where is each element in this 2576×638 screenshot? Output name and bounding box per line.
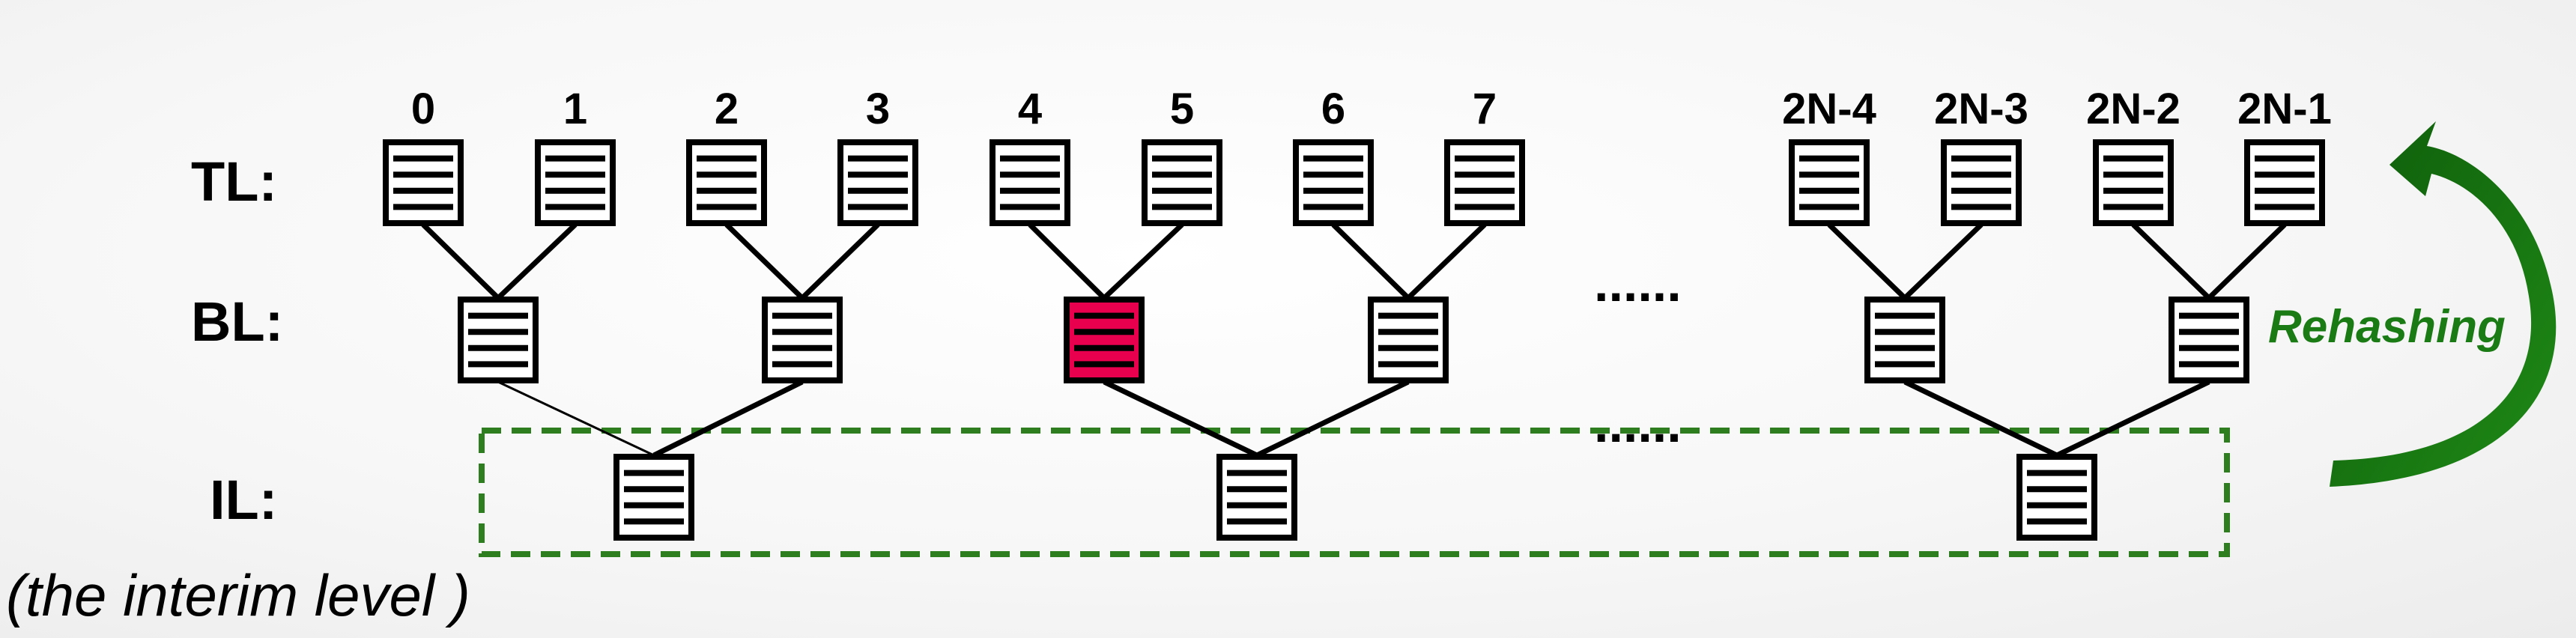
bucket-icon — [458, 297, 539, 383]
tree-link — [1331, 222, 1410, 300]
tree-link — [2207, 222, 2287, 300]
bucket-icon — [1444, 139, 1525, 226]
tree-link — [1102, 222, 1184, 300]
il-bucket-row — [613, 454, 2097, 541]
bucket-icon — [613, 454, 694, 541]
bucket-index-label: 2N-4 — [1782, 85, 1876, 133]
tree-link — [1255, 379, 1410, 458]
tree-link — [421, 222, 500, 300]
bucket-icon — [990, 139, 1070, 226]
bucket-index-label: 7 — [1473, 85, 1497, 133]
tree-link — [800, 222, 880, 300]
bucket-index-label: 4 — [1018, 85, 1042, 133]
tree-links — [421, 222, 2287, 458]
tree-link — [652, 379, 804, 458]
bucket-icon — [1864, 297, 1945, 383]
tree-link — [1103, 379, 1258, 458]
bucket-icon — [686, 139, 767, 226]
highlighted-bucket-icon — [1064, 297, 1145, 383]
bucket-icon — [2016, 454, 2097, 541]
bucket-icon — [762, 297, 843, 383]
bucket-index-label: 2N-2 — [2086, 85, 2180, 133]
il-label: IL: — [210, 469, 277, 531]
tree-link — [2131, 222, 2211, 300]
tree-link — [1903, 379, 2058, 458]
bl-bucket-row — [458, 297, 2249, 383]
tree-link — [1903, 222, 1983, 300]
bl-ellipsis: ...... — [1594, 254, 1682, 312]
tree-link — [724, 222, 804, 300]
bucket-icon — [1142, 139, 1222, 226]
bucket-icon — [1368, 297, 1449, 383]
tl-bucket-row — [383, 139, 2325, 226]
bucket-index-label: 2N-3 — [1934, 85, 2028, 133]
bucket-index-label: 0 — [411, 85, 435, 133]
bucket-index-label: 5 — [1170, 85, 1194, 133]
curved-arrow-icon — [2330, 121, 2557, 487]
bucket-icon — [1216, 454, 1297, 541]
interim-level-box — [479, 428, 2230, 557]
bucket-icon — [1293, 139, 1374, 226]
bucket-icon — [383, 139, 464, 226]
bucket-index-label: 2 — [715, 85, 739, 133]
bl-label: BL: — [191, 291, 283, 353]
interim-level-note: (the interim level ) — [6, 562, 470, 628]
tree-link — [1028, 222, 1106, 300]
il-ellipsis: ...... — [1594, 395, 1682, 453]
bucket-icon — [1941, 139, 2022, 226]
tl-label: TL: — [191, 151, 277, 213]
bucket-icon — [1789, 139, 1870, 226]
bucket-icon — [2244, 139, 2325, 226]
bucket-index-label: 2N-1 — [2237, 85, 2332, 133]
tl-index-row: 0 1 2 3 4 5 6 7 2N-4 2N-3 2N-2 2N-1 — [411, 85, 2332, 133]
bucket-icon — [837, 139, 918, 226]
bucket-icon — [2093, 139, 2174, 226]
tree-link — [2055, 379, 2210, 458]
bucket-index-label: 3 — [866, 85, 890, 133]
tree-link — [1827, 222, 1907, 300]
tree-link — [496, 222, 578, 300]
bucket-icon — [535, 139, 616, 226]
bucket-index-label: 1 — [563, 85, 587, 133]
tree-link-thin — [497, 380, 655, 457]
tree-link — [1406, 222, 1487, 300]
bucket-index-label: 6 — [1321, 85, 1345, 133]
rehashing-label: Rehashing — [2268, 301, 2506, 353]
bucket-icon — [2169, 297, 2249, 383]
